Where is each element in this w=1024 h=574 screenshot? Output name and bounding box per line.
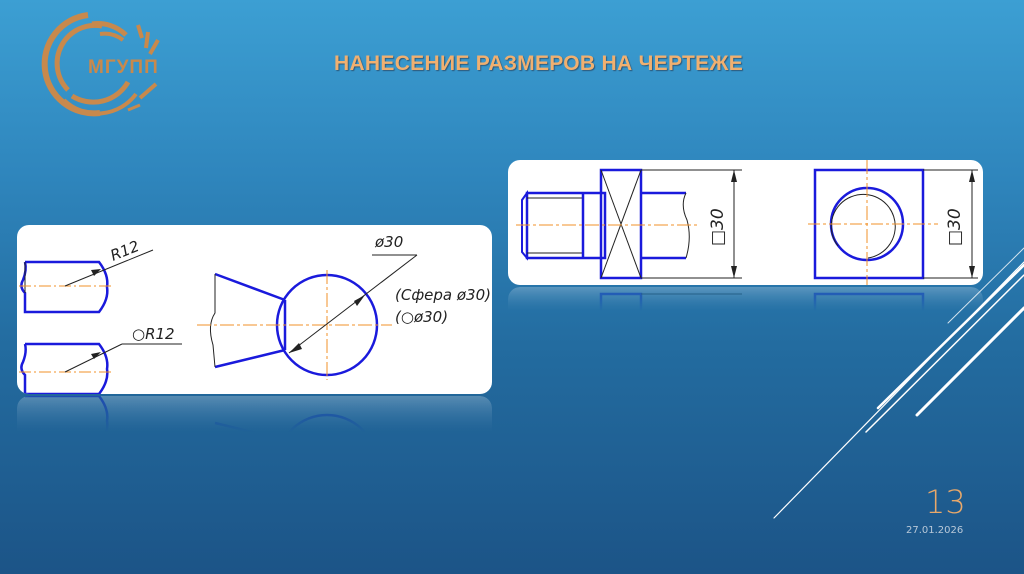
drawing-panel-radius-sphere: R12 ○R12 <box>17 225 492 394</box>
slide-date: 27.01.2026 <box>906 525 964 536</box>
page-number: 13 <box>925 483 966 521</box>
drawing-radius-sphere: R12 ○R12 <box>19 233 491 394</box>
page-title: НАНЕСЕНИЕ РАЗМЕРОВ НА ЧЕРТЕЖЕ <box>334 52 744 75</box>
drawing-panel-reflection-right <box>508 287 983 327</box>
radius-label: R12 <box>108 237 142 265</box>
drawing-square: □30 □30 <box>516 160 978 285</box>
drawing-panel-reflection-left <box>17 396 492 456</box>
square-end-view: □30 <box>808 160 978 285</box>
sphere-radius-label: ○R12 <box>132 325 175 343</box>
logo: МГУПП <box>28 10 168 118</box>
square-dimension-right-label: □30 <box>945 208 965 246</box>
square-dimension-left-label: □30 <box>708 208 728 246</box>
sphere-symbol-note-label: (○ø30) <box>395 308 448 326</box>
logo-text: МГУПП <box>88 57 159 78</box>
sphere-note-label: (Сфера ø30) <box>395 286 491 304</box>
diameter-label: ø30 <box>374 233 403 251</box>
cylinder-part-bottom: ○R12 <box>19 325 182 394</box>
shaft-side-view: □30 <box>516 168 742 280</box>
cylinder-part-top: R12 <box>19 237 154 314</box>
drawing-panel-square: □30 □30 <box>508 160 983 285</box>
cone-sphere-part: ø30 (Сфера ø30) (○ø30) <box>197 233 491 380</box>
logo-rings-icon <box>41 12 160 117</box>
